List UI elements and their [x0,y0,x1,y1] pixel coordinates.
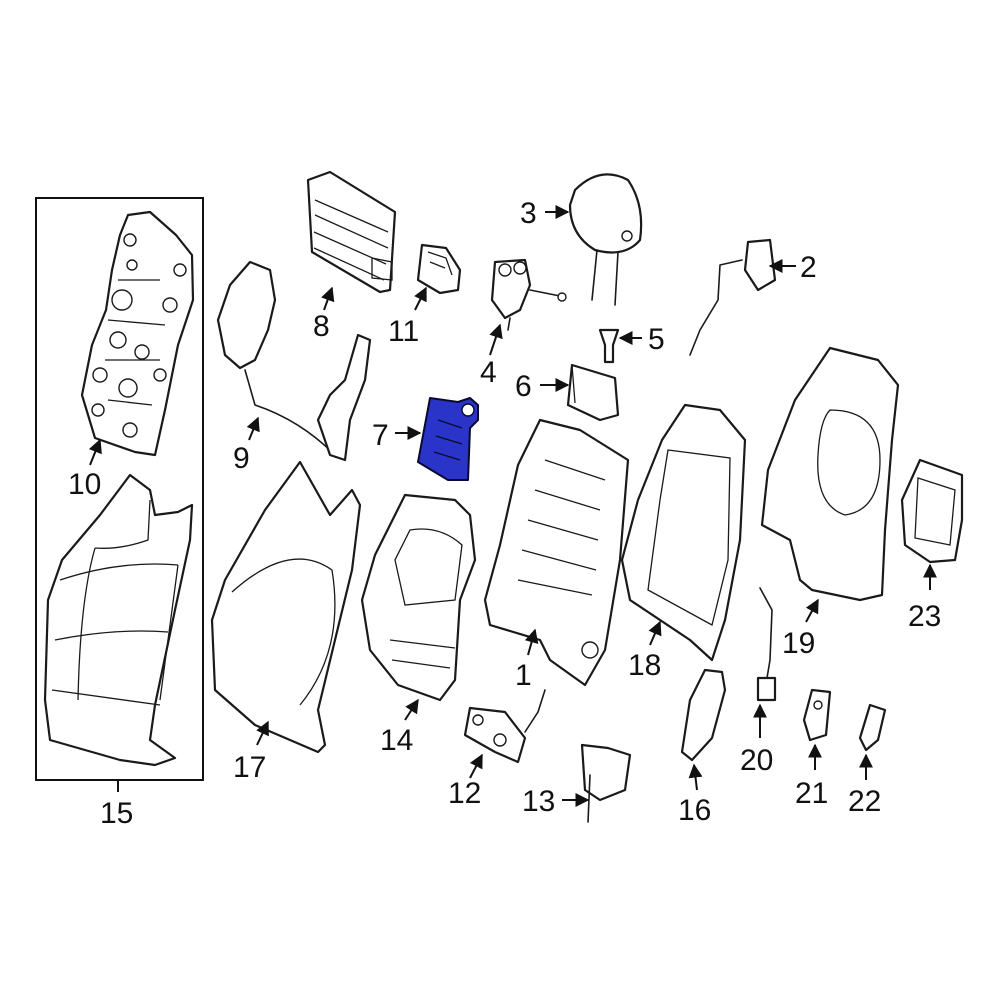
assembly-15-frame [35,197,204,781]
part-2-harness [689,238,777,356]
callout-8: 8 [313,310,330,343]
part-8-lumbar-panel [306,170,397,294]
leader-19 [805,598,819,623]
callout-5: 5 [648,323,665,356]
callout-19: 19 [782,627,815,660]
leader-lines [88,205,937,807]
leader-1 [524,628,539,656]
part-22-cover [858,703,887,752]
callout-16: 16 [678,794,711,827]
callout-7: 7 [372,419,389,452]
part-9-side-harness [216,260,372,462]
callout-4: 4 [480,356,497,389]
part-15-cover-assembly [43,473,194,767]
part-5-guide-pin [598,328,620,364]
callout-15: 15 [100,797,133,830]
part-23-panel [900,458,964,564]
part-1-back-frame [483,418,630,687]
part-7-highlighted-module [417,397,479,481]
part-13-latch [580,743,632,823]
callout-9: 9 [233,442,250,475]
part-12-recliner-motor [463,689,546,764]
callout-21: 21 [795,777,828,810]
callout-23: 23 [908,600,941,633]
leader-14 [404,698,419,721]
callout-13: 13 [522,785,555,818]
part-16-trim [680,668,727,762]
callout-10: 10 [68,468,101,501]
part-10-backrest-panel [80,210,195,457]
callout-2: 2 [800,251,817,284]
part-11-connector [416,243,462,295]
part-7-body [417,397,479,481]
leader-4 [489,323,503,356]
leader-16 [688,763,703,791]
callout-labels: 1 2 3 4 5 6 7 8 9 10 11 12 13 14 15 16 1… [68,197,941,830]
leader-10 [88,438,102,466]
callout-11: 11 [388,315,419,348]
part-6-bracket [566,363,620,422]
leader-11 [414,286,427,311]
part-4-valve-block [490,258,567,331]
part-18-rear-panel [620,403,747,662]
part-3-headrest [568,173,643,306]
part-20-rod [756,587,777,702]
callout-20: 20 [740,744,773,777]
part-17-back-cover [210,460,362,754]
leader-12 [469,753,483,779]
callout-3: 3 [520,197,537,230]
callout-14: 14 [380,724,413,757]
callout-18: 18 [628,649,661,682]
leader-9 [246,416,260,441]
callout-22: 22 [848,785,881,818]
part-14-backrest-cushion [360,493,477,702]
callout-6: 6 [515,370,532,403]
leader-8 [321,286,335,311]
callout-17: 17 [233,751,266,784]
part-21-handle [802,688,832,742]
leader-17 [256,720,269,746]
callout-12: 12 [448,777,481,810]
leader-18 [648,620,662,646]
part-19-back-shell [760,346,900,602]
callout-1: 1 [515,659,532,692]
